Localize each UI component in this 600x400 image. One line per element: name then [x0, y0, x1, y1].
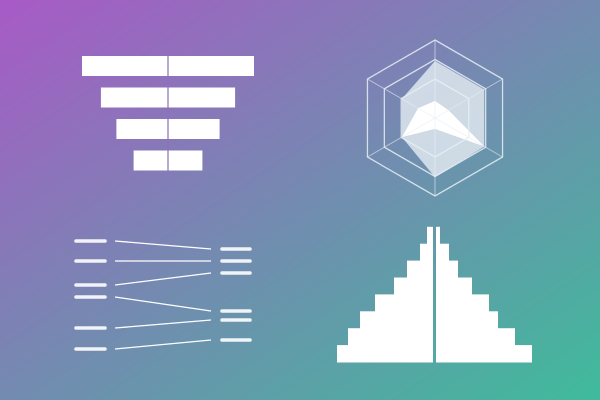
connector-line — [114, 339, 212, 350]
pyramid-left-bar — [360, 311, 433, 329]
pyramid-left-bar — [375, 294, 433, 312]
pyramid-right-bar — [436, 311, 498, 329]
population-pyramid-icon — [337, 226, 532, 363]
pyramid-left-bar — [337, 345, 433, 363]
pyramid-right-bar — [436, 243, 449, 262]
funnel-chart-icon — [82, 56, 254, 171]
pyramid-right-bar — [436, 294, 489, 312]
slope-chart-icon — [74, 239, 252, 351]
pyramid-left-bar — [427, 226, 433, 245]
connector-line — [114, 240, 212, 250]
pyramid-right-bar — [436, 328, 515, 346]
radar-axis — [434, 117, 503, 158]
radar-axis — [434, 78, 503, 119]
radar-axis — [367, 117, 436, 158]
pyramid-right-bar — [436, 260, 458, 278]
radar-chart-icon — [366, 39, 504, 197]
connector-line — [114, 296, 212, 312]
pyramid-right-bar — [436, 345, 532, 363]
radar-axis — [367, 78, 436, 119]
pyramid-right-bar — [436, 226, 440, 245]
connector-line — [114, 272, 212, 286]
pyramid-left-bar — [348, 328, 433, 346]
pyramid-left-bar — [407, 260, 433, 278]
pyramid-left-bar — [420, 243, 433, 262]
pyramid-left-bar — [394, 277, 433, 295]
pyramid-right-bar — [436, 277, 472, 295]
connector-line — [114, 319, 212, 329]
